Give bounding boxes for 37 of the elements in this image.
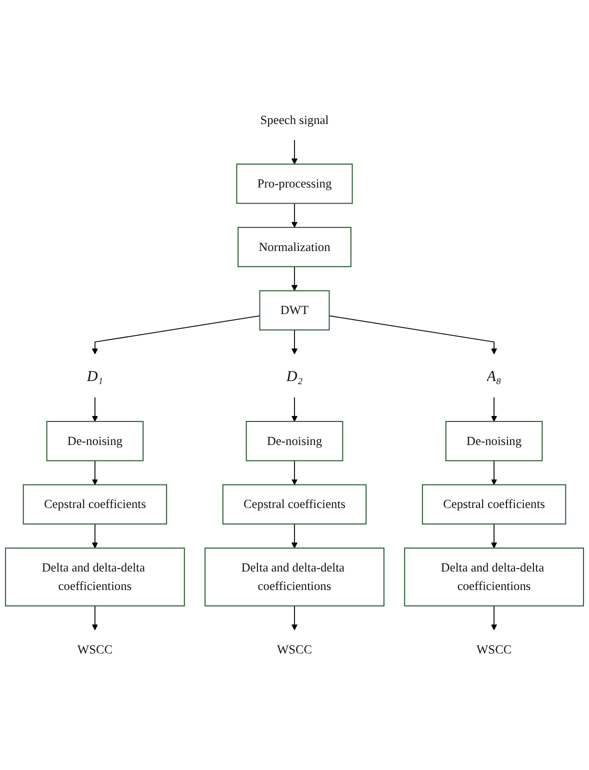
arrow — [291, 524, 298, 548]
node-box: Cepstral coefficients — [222, 484, 367, 524]
node-text: WSCC — [77, 642, 113, 656]
node-box: De-noising — [46, 420, 144, 462]
arrow — [328, 315, 498, 354]
node-box: Normalization — [238, 226, 352, 268]
node-text: Speech signal — [260, 113, 329, 127]
arrow — [92, 524, 98, 548]
arrow — [291, 330, 298, 354]
arrow — [491, 524, 498, 548]
node-box: Delta and delta-delta coefficientions — [404, 548, 584, 606]
node-text: WSCC — [276, 642, 312, 656]
node-box: Cepstral coefficients — [22, 484, 168, 524]
node-box: De-noising — [246, 420, 344, 462]
node-text: A₈ — [486, 367, 502, 384]
arrow — [491, 605, 498, 630]
node-box: DWT — [259, 290, 330, 330]
arrow — [92, 460, 98, 486]
node-box: Cepstral coefficients — [422, 484, 566, 524]
arrow — [291, 605, 298, 630]
arrow — [291, 396, 298, 422]
node-box: Delta and delta-delta coefficientions — [5, 548, 185, 606]
arrow — [491, 460, 498, 486]
node-text: WSCC — [476, 642, 512, 656]
node-box: De-noising — [445, 420, 543, 462]
arrow — [291, 202, 298, 228]
arrow — [92, 315, 260, 354]
arrow — [92, 605, 98, 630]
arrow — [291, 140, 298, 164]
arrow — [291, 266, 298, 291]
arrow — [92, 396, 98, 422]
arrow — [291, 460, 298, 486]
node-text: D₁ — [86, 367, 104, 384]
node-box: Pro-processing — [236, 164, 353, 204]
node-text: D₂ — [286, 367, 303, 384]
arrow — [491, 396, 498, 422]
node-box: Delta and delta-delta coefficientions — [204, 548, 384, 606]
